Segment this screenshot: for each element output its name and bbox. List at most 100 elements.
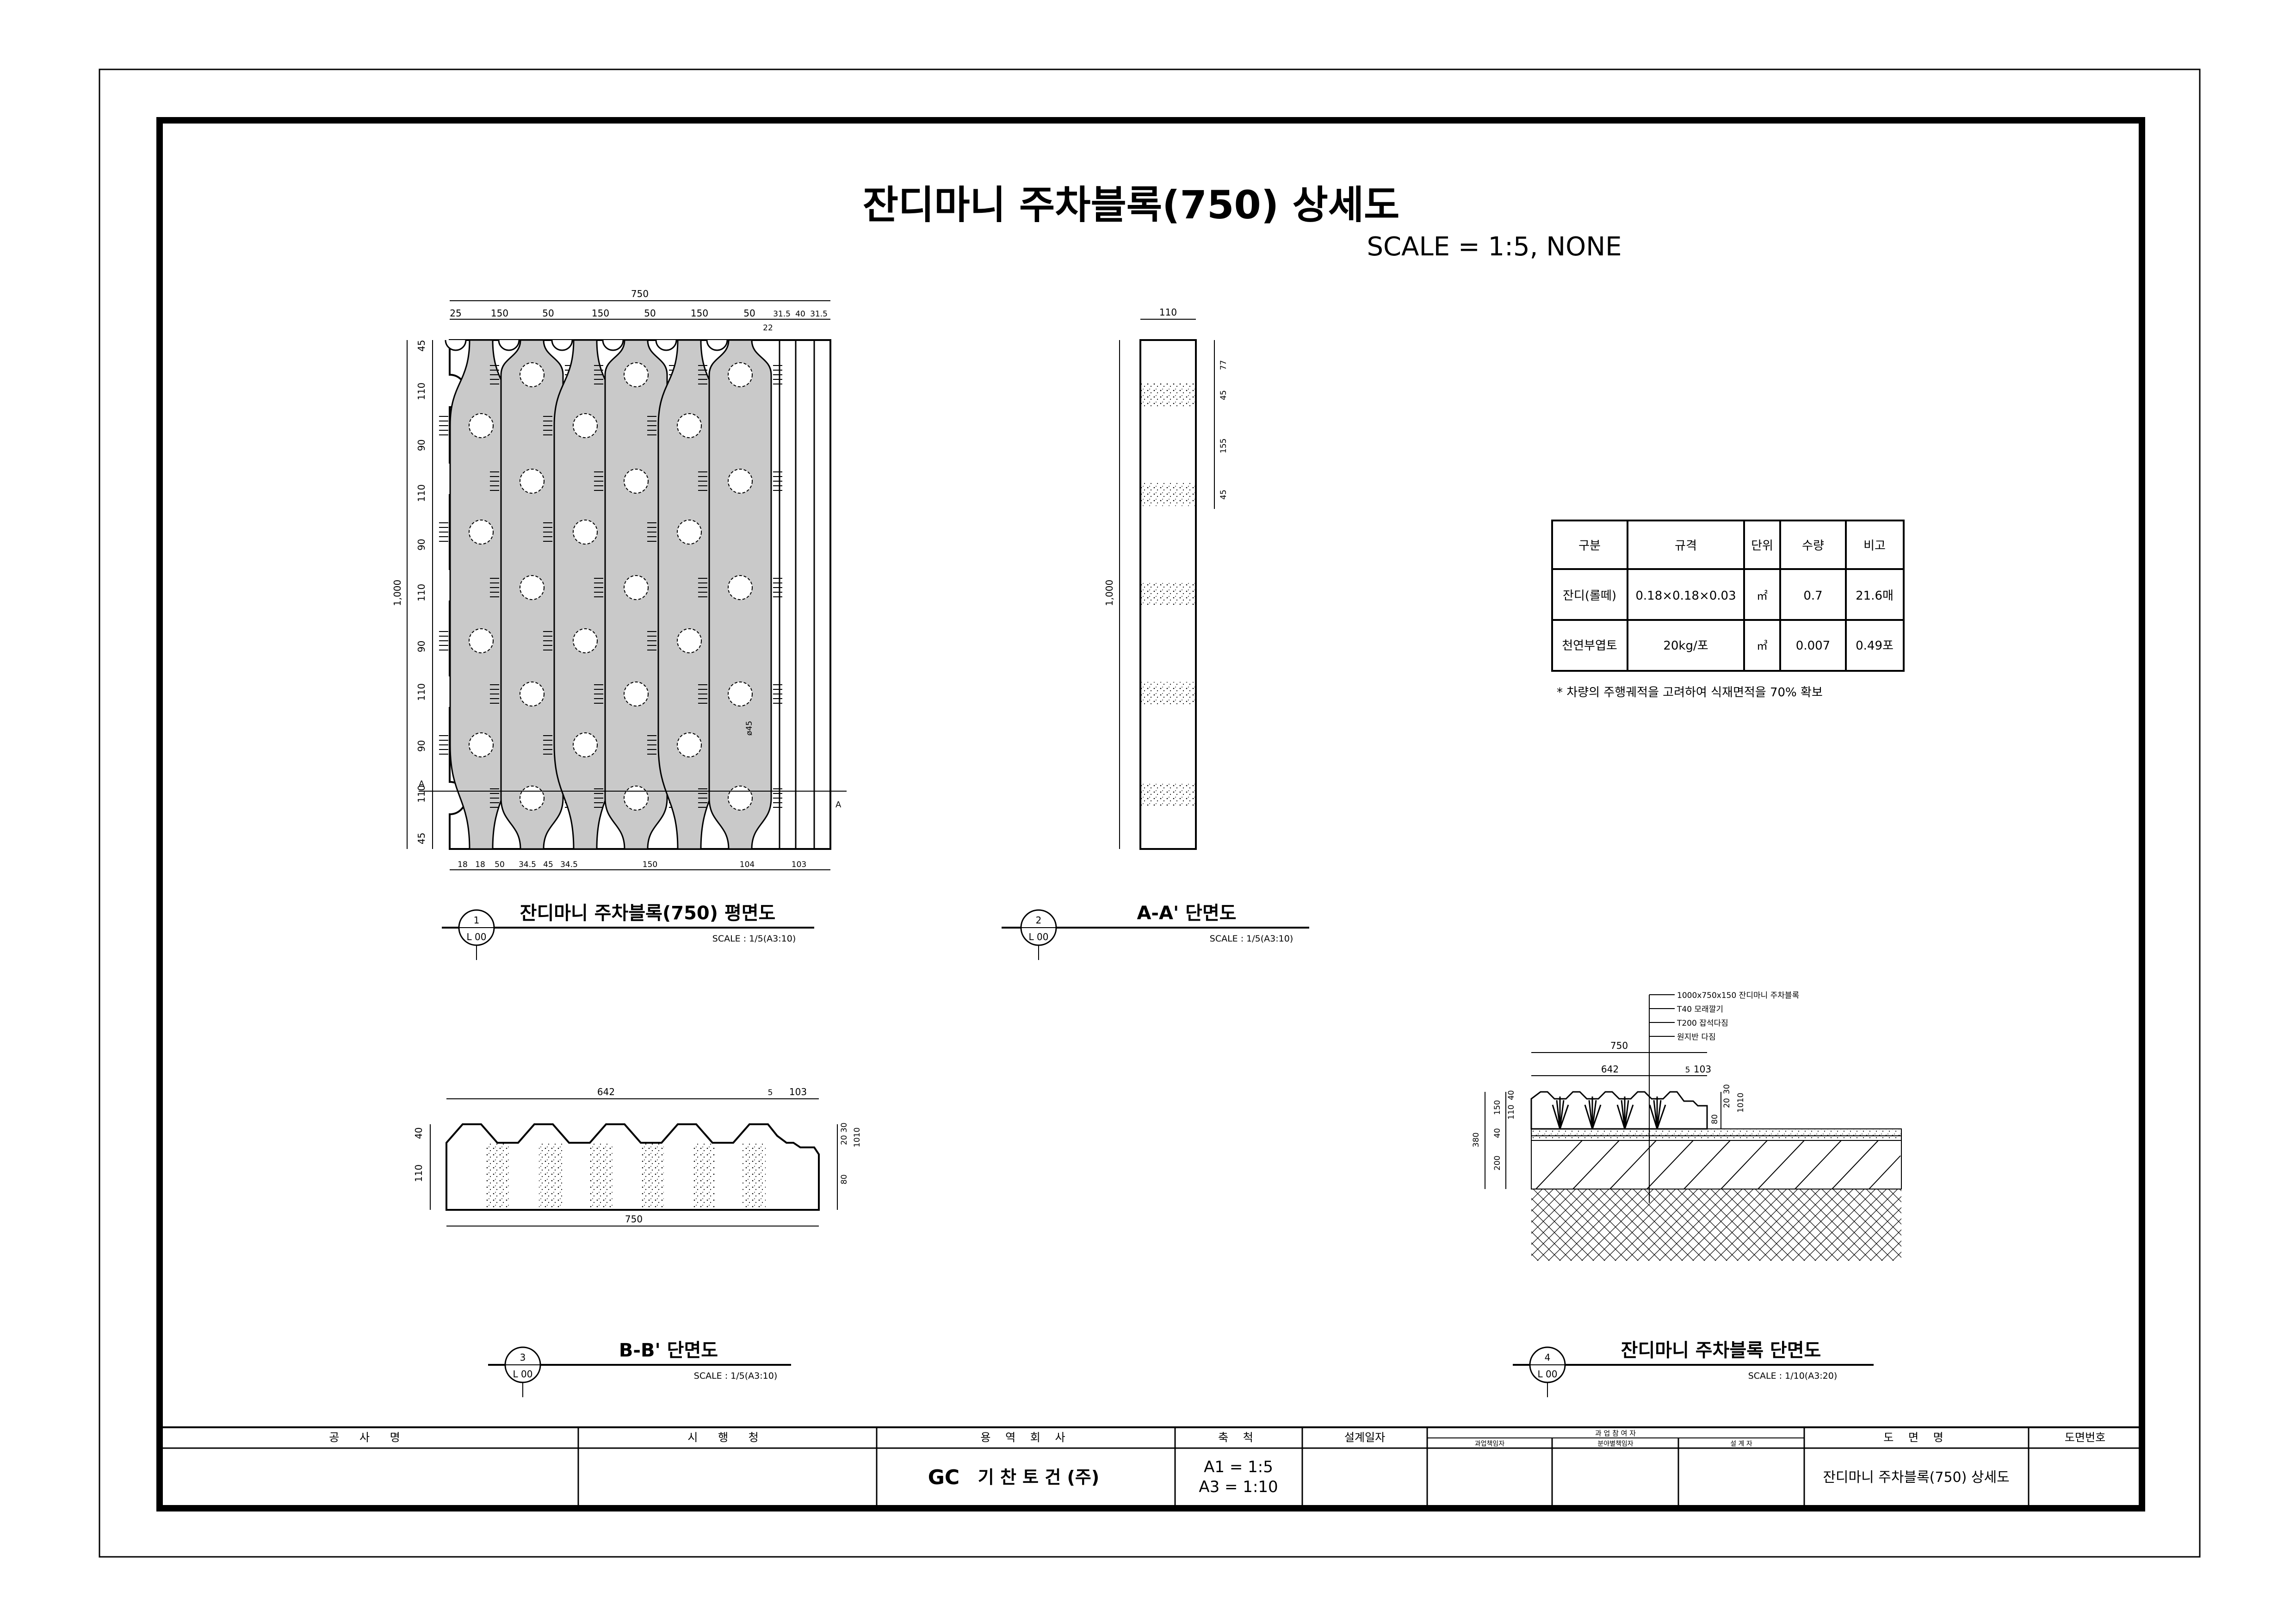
plan-top-dim: 150 xyxy=(691,308,708,319)
detail-total-dim: 750 xyxy=(1610,1040,1628,1051)
plan-top-dim: 25 xyxy=(450,308,461,319)
bb-soil-column xyxy=(539,1144,562,1208)
inner-border xyxy=(156,117,2145,1511)
tb-scale-a3: A3 = 1:10 xyxy=(1199,1478,1278,1496)
detail-left-dim: 40 xyxy=(1507,1090,1516,1100)
tb-header-date: 설계일자 xyxy=(1344,1431,1385,1444)
aa-soil-band xyxy=(1141,682,1195,706)
view-label-4: 4 L 00 잔디마니 주차블록 단면도 SCALE : 1/10(A3:20) xyxy=(1513,1340,1874,1397)
detail-subgrade xyxy=(1531,1189,1901,1261)
bb-right-dim: 80 xyxy=(840,1174,849,1184)
view-ref: L 00 xyxy=(467,931,487,942)
table-cell: 잔디(롤떼) xyxy=(1563,589,1616,603)
detail-inner-dim: 5 xyxy=(1685,1065,1690,1075)
title-block xyxy=(160,1426,2142,1506)
table-header-category: 구분 xyxy=(1578,539,1601,553)
plan-planting-hole xyxy=(573,732,598,757)
plan-top-notch xyxy=(706,340,728,351)
bb-soil-column xyxy=(486,1144,509,1208)
section-aa-view: 110 77 45 155 45 1,000 xyxy=(1104,307,1228,850)
company-name: 기 찬 토 건 (주) xyxy=(978,1467,1099,1487)
view-label-3: 3 L 00 B-B' 단면도 SCALE : 1/5(A3:10) xyxy=(488,1340,791,1397)
plan-top-notch xyxy=(498,340,520,351)
view-scale: SCALE : 1/5(A3:10) xyxy=(712,934,796,944)
detail-inner-dim: 642 xyxy=(1601,1064,1619,1075)
bb-top-dim: 103 xyxy=(789,1086,807,1097)
company-logo: GC xyxy=(928,1466,959,1489)
bb-right-dim: 30 xyxy=(840,1122,849,1133)
bb-top-dim: 5 xyxy=(768,1088,773,1097)
plan-top-small-dim: 22 xyxy=(763,323,773,333)
plan-left-dim: 90 xyxy=(416,440,427,451)
bb-right-dim: 20 xyxy=(840,1135,849,1145)
plan-top-dim: 150 xyxy=(491,308,508,319)
view-ref: L 00 xyxy=(513,1369,533,1380)
aa-soil-band xyxy=(1141,582,1195,606)
view-label-1: 1 L 00 잔디마니 주차블록(750) 평면도 SCALE : 1/5(A3… xyxy=(442,903,814,960)
plan-bottom-dim: 50 xyxy=(495,860,505,869)
callout-subgrade: 원지반 다짐 xyxy=(1677,1033,1716,1042)
view-title: 잔디마니 주차블록(750) 평면도 xyxy=(520,903,776,924)
plan-planting-hole xyxy=(624,681,649,706)
callout-gravel: T200 잡석다짐 xyxy=(1677,1019,1728,1028)
bb-left-dim: 40 xyxy=(413,1127,424,1139)
plan-planting-hole xyxy=(520,469,545,494)
section-bb-view: 642 5 103 750 40 110 20 30 80 1010 xyxy=(413,1086,862,1227)
plan-bottom-dim: 18 xyxy=(458,860,468,869)
tb-sub-header: 설 계 자 xyxy=(1730,1440,1752,1448)
plan-top-dim: 50 xyxy=(743,308,755,319)
plan-total-width: 750 xyxy=(631,288,649,299)
table-header-unit: 단위 xyxy=(1751,539,1773,553)
aa-height-dim: 1,000 xyxy=(1104,580,1115,606)
detail-right-dim: 80 xyxy=(1710,1114,1720,1124)
plan-left-dim: 110 xyxy=(416,383,427,400)
plan-planting-hole xyxy=(469,413,494,438)
plan-bottom-dim: 104 xyxy=(740,860,755,869)
plan-planting-hole xyxy=(573,520,598,545)
view-scale: SCALE : 1/5(A3:10) xyxy=(1210,934,1293,944)
aa-soil-band xyxy=(1141,482,1195,506)
plan-planting-hole xyxy=(677,413,702,438)
tb-header-scale: 축 척 xyxy=(1218,1431,1259,1444)
plan-planting-hole xyxy=(728,786,753,811)
plan-left-dim: 90 xyxy=(416,539,427,551)
tb-header-drawing-no: 도면번호 xyxy=(2065,1431,2105,1444)
plan-planting-hole xyxy=(573,628,598,653)
aa-right-dim: 45 xyxy=(1219,390,1228,400)
table-note: * 차량의 주행궤적을 고려하여 식재면적을 70% 확보 xyxy=(1557,686,1823,700)
detail-inner-dim: 103 xyxy=(1694,1064,1711,1075)
outer-border xyxy=(99,68,2201,1558)
plan-planting-hole xyxy=(728,681,753,706)
detail-right-dim: 30 xyxy=(1722,1084,1732,1094)
detail-left-dim: 200 xyxy=(1493,1156,1502,1171)
plan-view: A A ø45 750 25 150 50 150 50 150 50 31.5… xyxy=(392,288,847,870)
table-header-spec: 규격 xyxy=(1675,539,1697,553)
aa-soil-band xyxy=(1141,383,1195,407)
view-number: 2 xyxy=(1036,915,1042,926)
plan-top-notch xyxy=(445,340,467,351)
tb-header-drawing-name: 도 면 명 xyxy=(1883,1431,1949,1444)
table-cell: 20kg/포 xyxy=(1663,639,1708,653)
plan-bottom-dim: 34.5 xyxy=(519,860,536,869)
plan-left-total: 1,000 xyxy=(392,580,403,606)
plan-left-dim: 110 xyxy=(416,484,427,502)
view-ref: L 00 xyxy=(1029,931,1049,942)
plan-left-dim: 90 xyxy=(416,740,427,752)
plan-top-notch xyxy=(602,340,624,351)
plan-bottom-dim: 18 xyxy=(475,860,485,869)
plan-planting-hole xyxy=(520,681,545,706)
plan-planting-hole xyxy=(469,520,494,545)
bb-right-v-dim: 1010 xyxy=(853,1127,862,1147)
table-cell: ㎥ xyxy=(1757,639,1768,652)
view-label-2: 2 L 00 A-A' 단면도 SCALE : 1/5(A3:10) xyxy=(1002,903,1309,960)
table-cell: 0.18×0.18×0.03 xyxy=(1635,589,1736,603)
drawing-scale: SCALE = 1:5, NONE xyxy=(1367,232,1621,262)
detail-grass-tufts xyxy=(1552,1096,1666,1129)
view-number: 1 xyxy=(474,915,480,926)
view-title: B-B' 단면도 xyxy=(619,1340,718,1361)
view-scale: SCALE : 1/5(A3:10) xyxy=(694,1371,777,1381)
plan-planting-hole xyxy=(677,732,702,757)
detail-surface-band xyxy=(1531,1128,1902,1136)
table-cell: 0.49포 xyxy=(1856,639,1894,653)
